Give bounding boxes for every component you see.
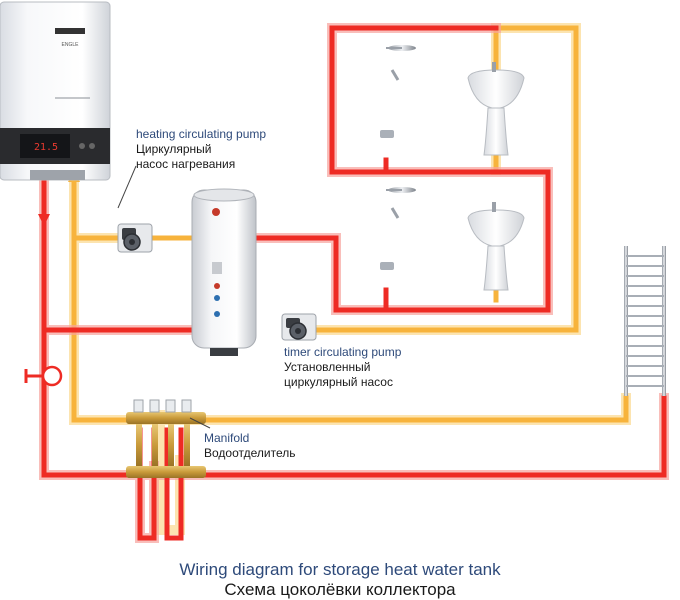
storage-water-tank <box>191 188 257 356</box>
heating-pump-label-en: heating circulating pump <box>136 127 266 141</box>
heating-circulating-pump <box>117 223 153 253</box>
timer-pump-label-en: timer circulating pump <box>284 345 402 359</box>
lower-sink <box>467 202 525 291</box>
diagram-title-en: Wiring diagram for storage heat water ta… <box>179 560 501 579</box>
down-arrow-icon <box>38 214 50 226</box>
timer-circulating-pump <box>281 313 317 341</box>
boiler-brand-logo <box>55 28 85 34</box>
heating-pump-leader-line <box>117 165 137 209</box>
return-pipes <box>69 23 631 535</box>
floor-heating-loops <box>137 427 184 541</box>
manifold-leader-line <box>189 417 211 429</box>
return-main-pipe <box>71 179 629 423</box>
manifold-label-ru: Водоотделитель <box>204 446 295 460</box>
manifold-label-en: Manifold <box>204 431 249 445</box>
towel-radiator <box>624 246 666 396</box>
heating-pump-label-ru-2: насос нагревания <box>136 157 235 171</box>
valve-icon <box>24 365 63 387</box>
lower-shower <box>380 187 416 290</box>
upper-sink <box>467 62 525 156</box>
heating-pump-label-ru-1: Циркулярный <box>136 142 212 156</box>
manifold <box>126 399 206 478</box>
diagram-title-ru: Схема цоколёвки коллектора <box>224 580 456 599</box>
upper-shower <box>380 45 416 160</box>
timer-pump-label-ru-2: циркулярный насос <box>284 375 393 389</box>
boiler: ENGLE 21.5 <box>0 1 111 181</box>
timer-pump-label-ru-1: Установленный <box>284 360 371 374</box>
dhw-supply-loop-pipe <box>253 25 551 313</box>
dhw-return-loop-pipe <box>297 25 579 333</box>
boiler-brand-text: ENGLE <box>62 42 80 48</box>
boiler-display: 21.5 <box>34 142 58 153</box>
